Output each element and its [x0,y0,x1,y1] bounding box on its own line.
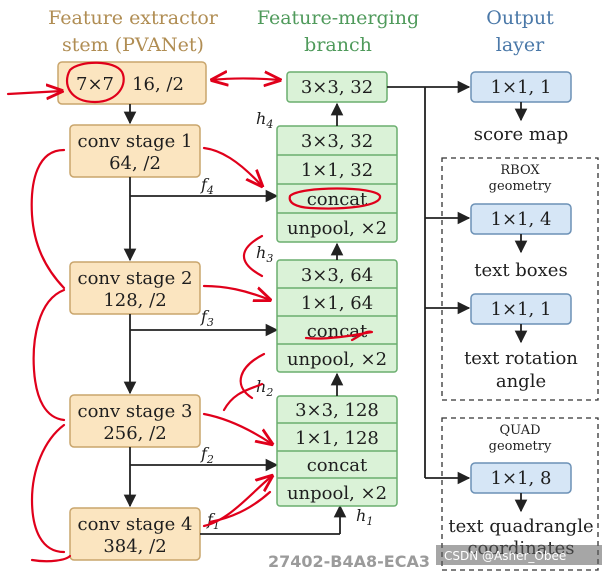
quad-dashed-frame [441,417,599,571]
feature-connections [130,189,347,535]
rbox-subtitle: geometry [489,179,552,194]
quad-label-line1: text quadrangle [448,516,593,537]
h1-label: h1 [356,506,373,528]
rotation-label-line1: text rotation [464,348,578,369]
rbox-geometry-group: RBOX geometry 1×1, 4 text boxes 1×1, 1 t… [441,157,599,401]
output-title-line1: Output [486,7,554,29]
merge-title-line2: branch [304,34,372,56]
annotation-concat-underline [304,330,374,342]
block4-concat: concat [307,189,368,210]
block4-conv1: 1×1, 32 [301,160,373,181]
conv-stage-4-params: 384, /2 [103,536,166,557]
stem-column-title: Feature extractor stem (PVANet) [48,7,219,56]
stem-input-params: 16, /2 [132,74,184,95]
annotation-left-bracket-3 [30,423,66,554]
conv-stage-3-box: conv stage 3 256, /2 [69,394,201,448]
h4-label: h4 [256,109,273,131]
text-boxes-label: text boxes [474,260,567,281]
quad-subtitle: geometry [489,439,552,454]
merge-column-title: Feature-merging branch [257,7,419,56]
block3-conv1: 1×1, 64 [301,293,373,314]
conv-stage-1-name: conv stage 1 [78,131,193,152]
feature-labels: f4 f3 f2 f1 [200,175,220,532]
h3-label: h3 [256,243,273,265]
block4-unpool: unpool, ×2 [287,218,387,239]
score-map-label: score map [474,124,568,145]
output-column-title: Output layer [486,7,554,56]
annotation-curve-stage3 [202,412,272,444]
block2-unpool: unpool, ×2 [287,483,387,504]
stem-input-box: 7×7 16, /2 [57,61,207,105]
quad-title: QUAD [499,423,540,438]
f4-label: f4 [200,175,214,197]
f2-label: f2 [200,444,214,466]
annotation-left-bracket-1 [30,148,66,290]
merge-block-3: 3×3, 64 1×1, 64 concat unpool, ×2 [276,259,398,373]
merge-top-conv: 3×3, 32 [301,77,373,98]
block2-conv1: 1×1, 128 [295,428,379,449]
annotation-concat-circle [288,187,382,210]
annotation-curve-block4 [242,234,264,278]
conv-stage-2-box: conv stage 2 128, /2 [69,261,201,315]
red-annotations [6,61,382,563]
conv-stage-1-box: conv stage 1 64, /2 [69,124,201,178]
stem-title-line1: Feature extractor [48,7,219,29]
block2-concat: concat [307,455,368,476]
conv-stage-2-name: conv stage 2 [78,268,193,289]
f3-label: f3 [200,307,214,329]
merge-title-line1: Feature-merging [257,7,419,29]
block3-concat: concat [307,321,368,342]
score-map-group: 1×1, 1 score map [470,71,572,145]
rbox-dashed-frame [441,157,599,401]
quad-conv: 1×1, 8 [491,468,552,489]
annotation-curve-stage4 [202,476,272,528]
conv-stage-2-params: 128, /2 [103,290,166,311]
stem-title-line2: stem (PVANet) [62,34,204,56]
annotation-double-arrow [212,79,280,81]
output-title-line2: layer [496,34,545,56]
rbox-title: RBOX [500,163,540,178]
annotation-curve-block3 [239,352,266,400]
csdn-overlay-bg [436,545,602,565]
f1-label: f1 [206,510,220,532]
block2-conv3: 3×3, 128 [295,400,379,421]
conv-stage-1-params: 64, /2 [109,153,161,174]
rbox-angle-conv: 1×1, 1 [491,299,552,320]
annotation-kernel-circle [65,61,125,104]
conv-stage-4-name: conv stage 4 [78,514,193,535]
conv-stage-3-params: 256, /2 [103,423,166,444]
merge-block-2: 3×3, 128 1×1, 128 concat unpool, ×2 [276,395,398,507]
conv-stage-4-box: conv stage 4 384, /2 [69,507,201,561]
block3-unpool: unpool, ×2 [287,349,387,370]
block4-conv3: 3×3, 32 [301,131,373,152]
annotation-left-bracket-2 [32,288,66,422]
conv-stage-3-name: conv stage 3 [78,401,193,422]
annotation-curve-stage2 [202,284,270,300]
watermark-text: 27402-B4A8-ECA3 [268,552,430,571]
block3-conv3: 3×3, 64 [301,265,373,286]
stem-input-kernel: 7×7 [76,74,114,95]
output-branch-lines [387,80,471,485]
h2-label: h2 [256,377,273,399]
annotation-curve-stage1 [202,146,262,186]
annotation-input-arrow [6,91,62,94]
rotation-label-line2: angle [496,371,546,392]
merge-top-box: 3×3, 32 [286,71,388,103]
annotation-curve-block2 [208,490,272,524]
merge-block-4: 3×3, 32 1×1, 32 concat unpool, ×2 [276,125,398,243]
annotation-curve-stage3b [222,382,264,412]
annotation-bottom-hook [30,554,72,563]
csdn-overlay-text: CSDN @Asher_Obee [444,549,566,563]
hidden-labels: h4 h3 h2 h1 [256,109,373,528]
score-conv: 1×1, 1 [491,77,552,98]
rbox-boxes-conv: 1×1, 4 [491,209,552,230]
